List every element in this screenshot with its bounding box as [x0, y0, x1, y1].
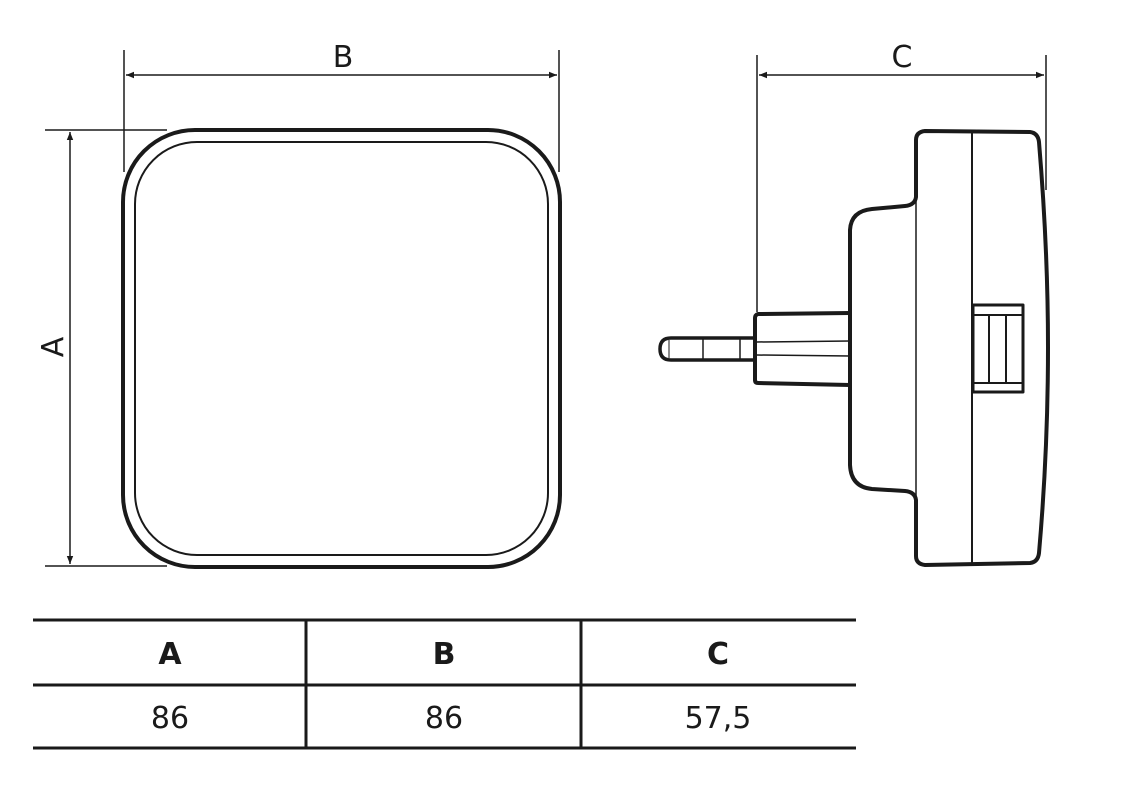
dimension-a — [45, 129, 167, 567]
dimensions-table — [33, 618, 856, 750]
dimension-a-label: A — [36, 336, 71, 357]
table-value-b: 86 — [425, 701, 463, 736]
front-plate — [848, 129, 1050, 567]
table-header-a: A — [158, 637, 182, 672]
table-value-c: 57,5 — [685, 701, 752, 736]
dimension-c — [756, 55, 1047, 312]
front-view — [121, 128, 562, 569]
table-value-a: 86 — [151, 701, 189, 736]
table-header-c: C — [707, 637, 729, 672]
dimension-b — [123, 50, 560, 172]
dimension-b-label: B — [333, 40, 354, 75]
switch — [971, 303, 1025, 394]
table-header-b: B — [433, 637, 456, 672]
plug — [658, 311, 851, 387]
dimension-c-label: C — [892, 40, 913, 75]
front-outer-outline — [121, 128, 562, 569]
side-view — [658, 129, 1050, 567]
front-inner-outline — [134, 141, 549, 556]
